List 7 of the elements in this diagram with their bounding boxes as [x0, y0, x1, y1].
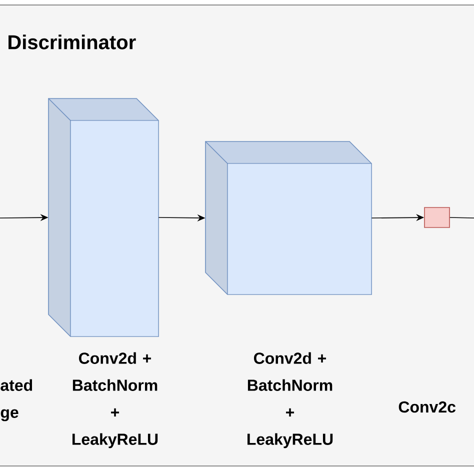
layer-cuboid	[48, 98, 159, 337]
layer-label: Conv2d + BatchNorm + LeakyReLU	[248, 352, 333, 448]
label: Conv2c	[398, 401, 456, 413]
output-box	[424, 207, 450, 228]
layer-label: Conv2d + BatchNorm + LeakyReLU	[72, 352, 158, 448]
label: ated ge	[0, 379, 32, 422]
layer-cuboid	[205, 141, 372, 295]
